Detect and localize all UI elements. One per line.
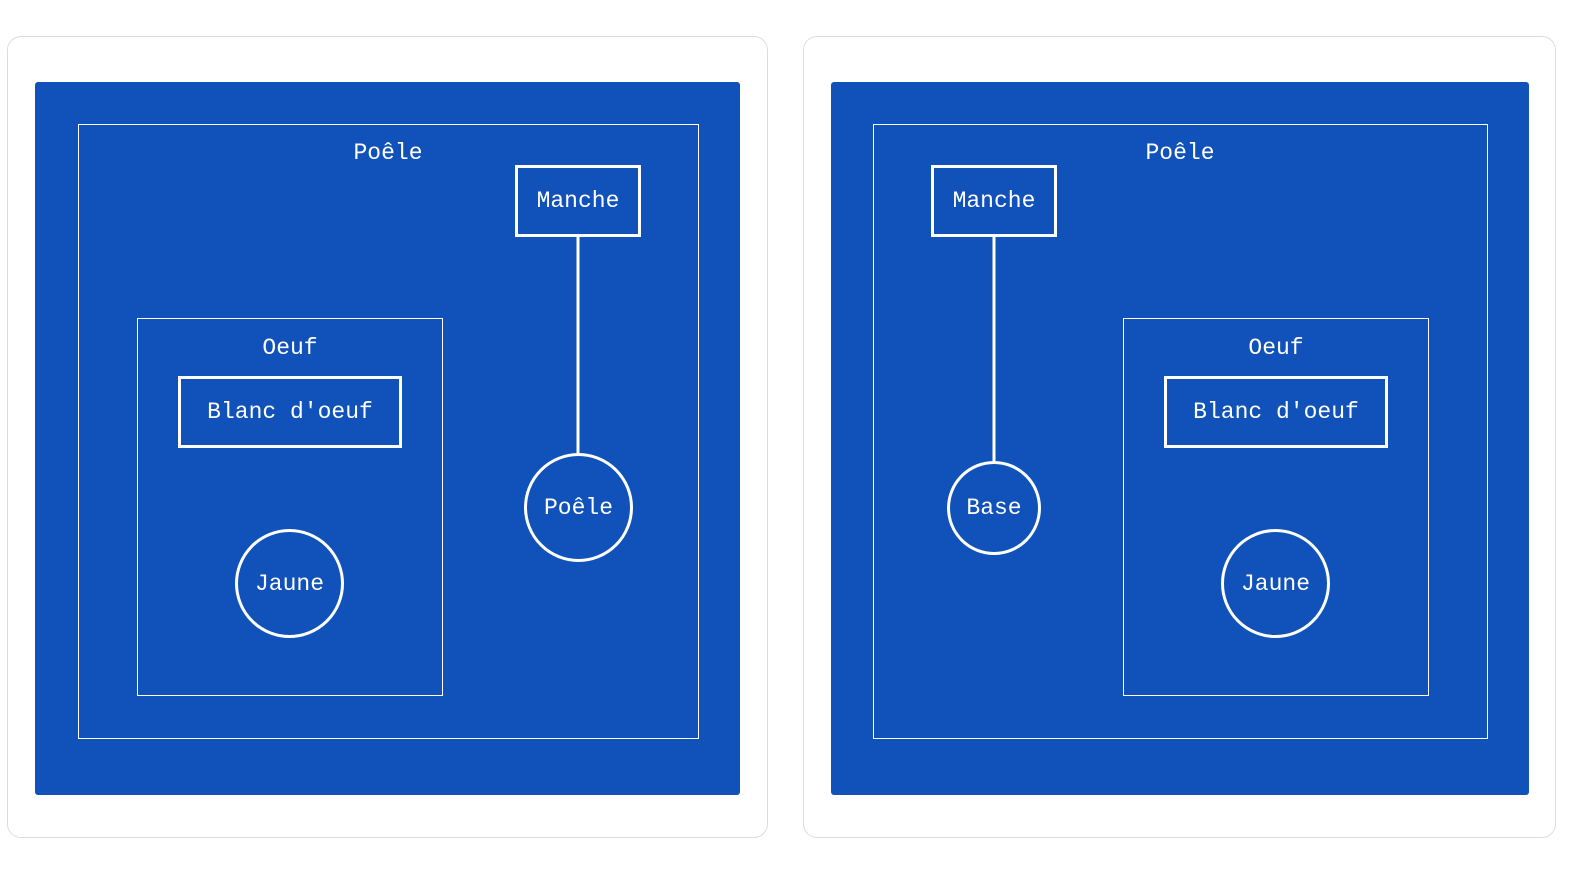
connector-layer bbox=[992, 235, 996, 463]
egg-title: Oeuf bbox=[262, 335, 318, 361]
yolk-circle: Jaune bbox=[1221, 529, 1330, 638]
diagram-card-right: Poêle Manche Base Oeuf Blanc d'oeuf Jaun… bbox=[803, 36, 1556, 838]
diagram-canvas-left: Poêle Manche Poêle Oeuf Blanc d'oeuf Jau… bbox=[35, 82, 740, 795]
pan-frame bbox=[873, 124, 1488, 739]
yolk-circle: Jaune bbox=[235, 529, 344, 638]
handle-end-circle: Base bbox=[947, 461, 1041, 555]
connector-layer bbox=[576, 235, 580, 454]
handle-box: Manche bbox=[515, 165, 641, 237]
egg-frame bbox=[1123, 318, 1429, 696]
diagram-canvas-right: Poêle Manche Base Oeuf Blanc d'oeuf Jaun… bbox=[831, 82, 1529, 795]
egg-white-box: Blanc d'oeuf bbox=[178, 376, 402, 448]
pan-title: Poêle bbox=[353, 140, 423, 166]
handle-end-circle: Poêle bbox=[524, 453, 633, 562]
diagram-card-left: Poêle Manche Poêle Oeuf Blanc d'oeuf Jau… bbox=[7, 36, 768, 838]
pan-frame bbox=[78, 124, 699, 739]
egg-white-box: Blanc d'oeuf bbox=[1164, 376, 1388, 448]
egg-frame bbox=[137, 318, 443, 696]
pan-title: Poêle bbox=[1145, 140, 1215, 166]
handle-box: Manche bbox=[931, 165, 1057, 237]
egg-title: Oeuf bbox=[1248, 335, 1304, 361]
